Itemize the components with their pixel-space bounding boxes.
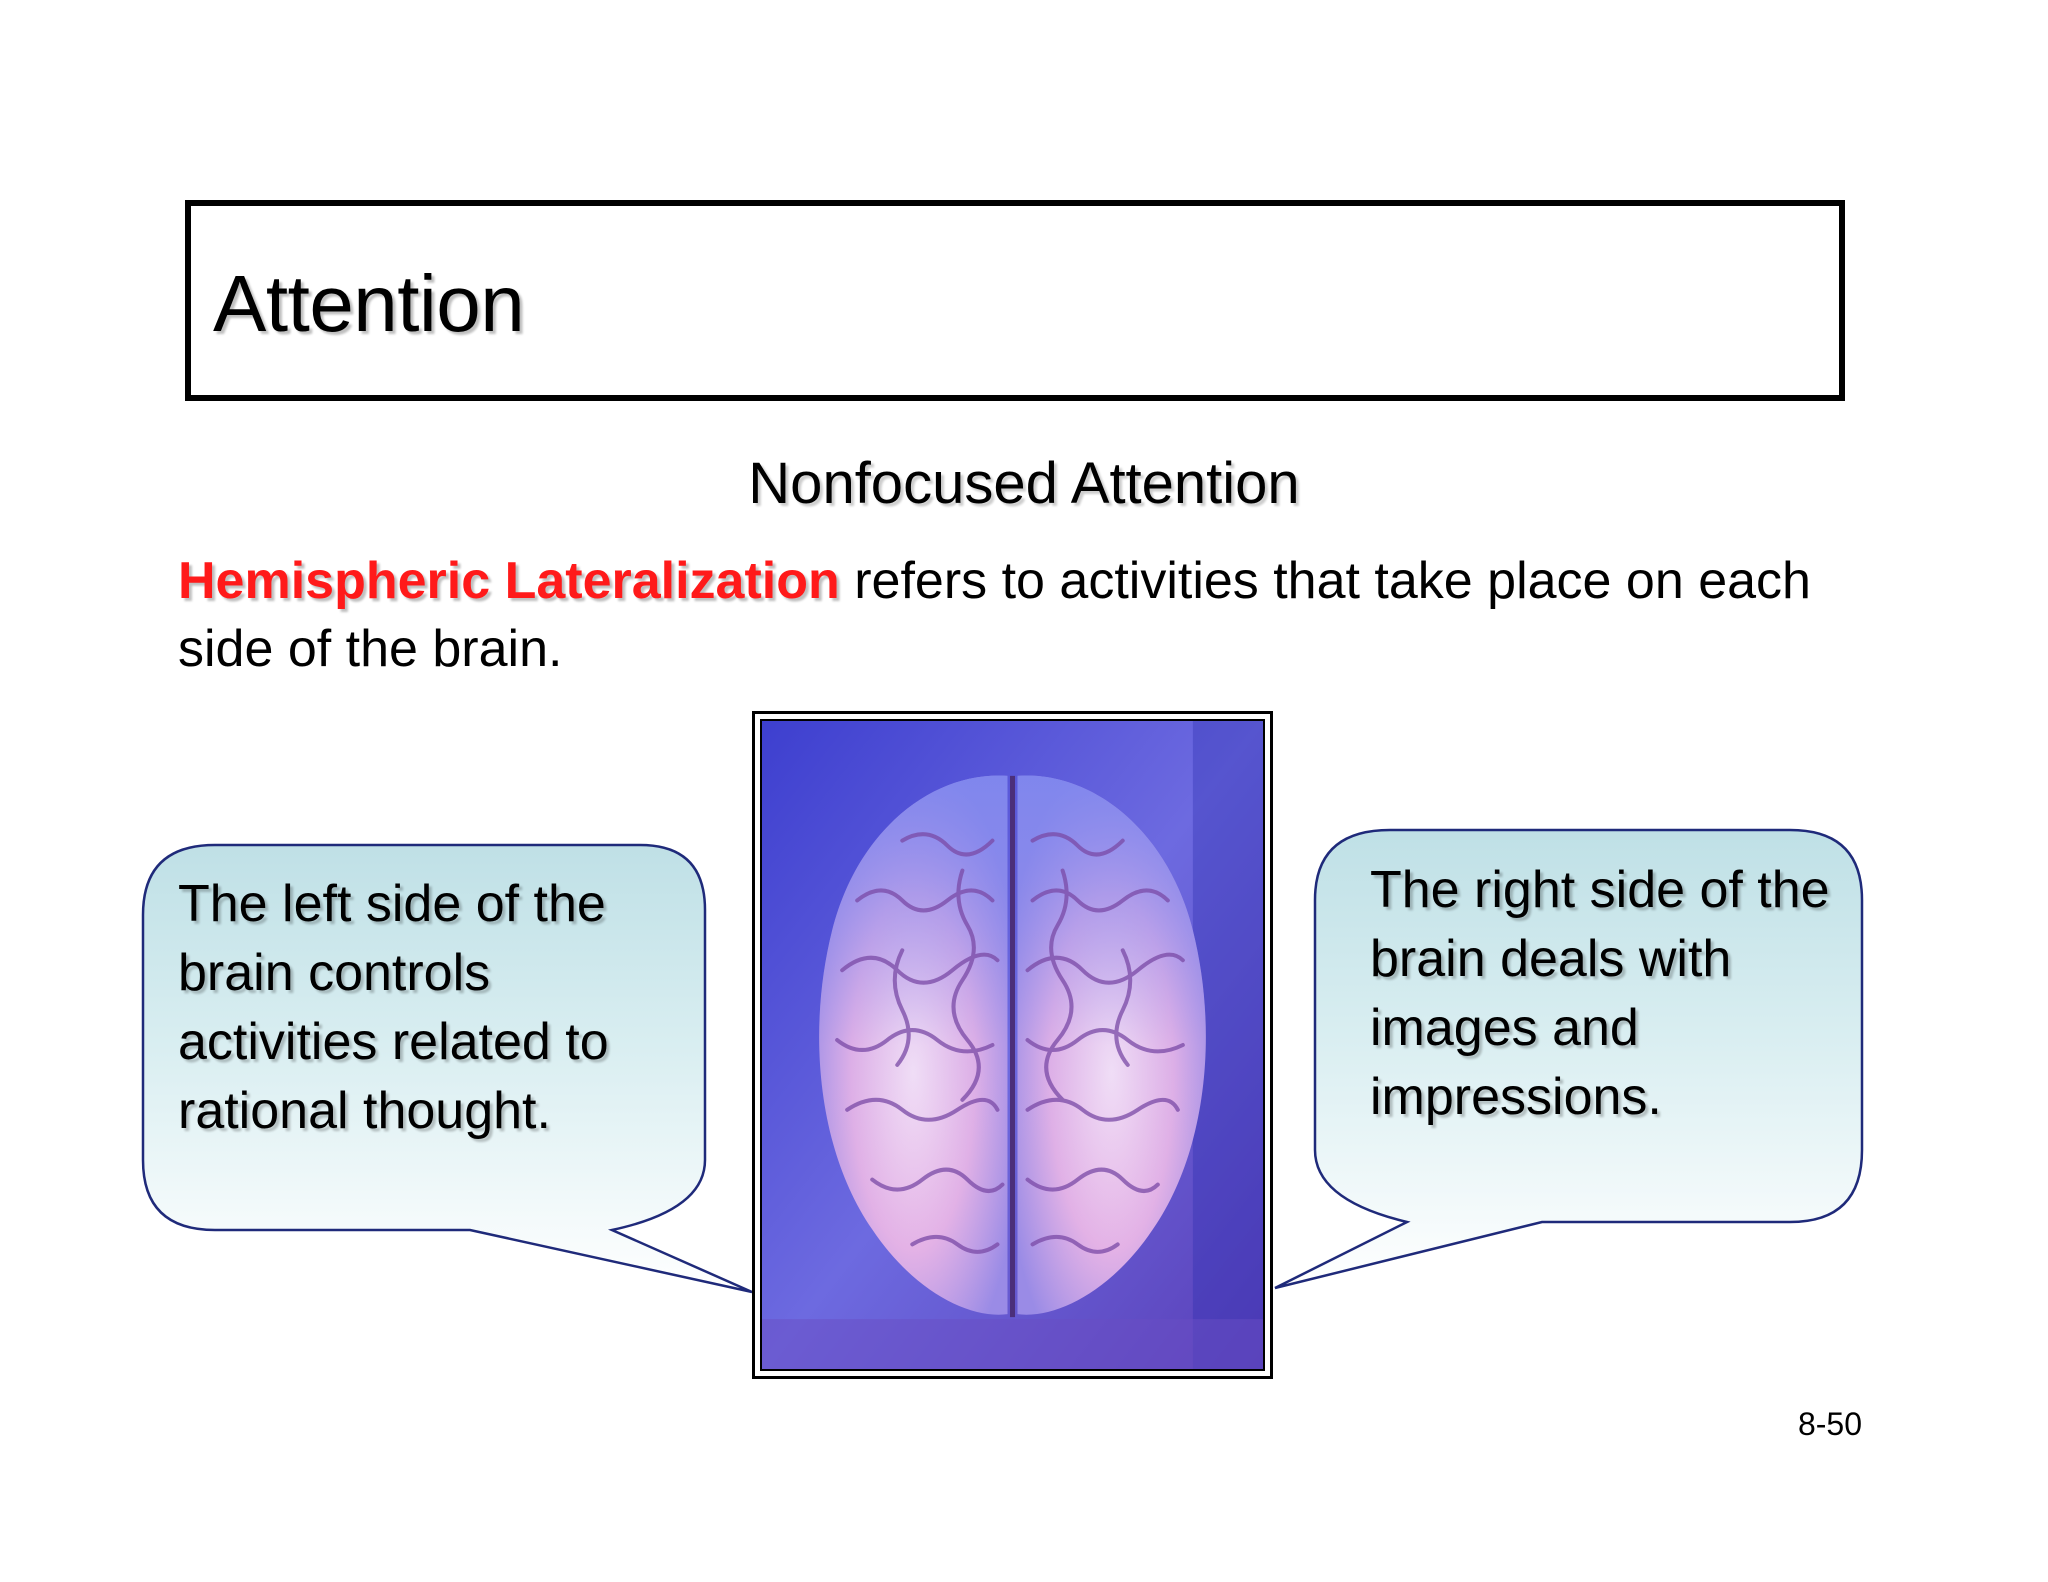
slide-subtitle: Nonfocused Attention — [748, 451, 1300, 516]
slide-title: Attention — [213, 259, 525, 348]
page-number: 8-50 — [1797, 1406, 1862, 1442]
callout-right-bubble — [1274, 828, 1864, 1290]
title-box: Attention — [185, 200, 1845, 401]
definition-text: refers to activities that take place on … — [178, 552, 1811, 678]
callout-left-text: The left side of the brain controls acti… — [178, 875, 609, 1140]
callout-left-bubble — [141, 843, 753, 1294]
callout-right-text: The right side of the brain deals with i… — [1370, 861, 1830, 1126]
brain-photo-icon — [760, 719, 1265, 1371]
brain-image-frame — [752, 711, 1273, 1379]
definition-paragraph: Hemispheric Lateralization refers to act… — [178, 547, 1878, 683]
definition-term: Hemispheric Lateralization — [178, 552, 840, 610]
